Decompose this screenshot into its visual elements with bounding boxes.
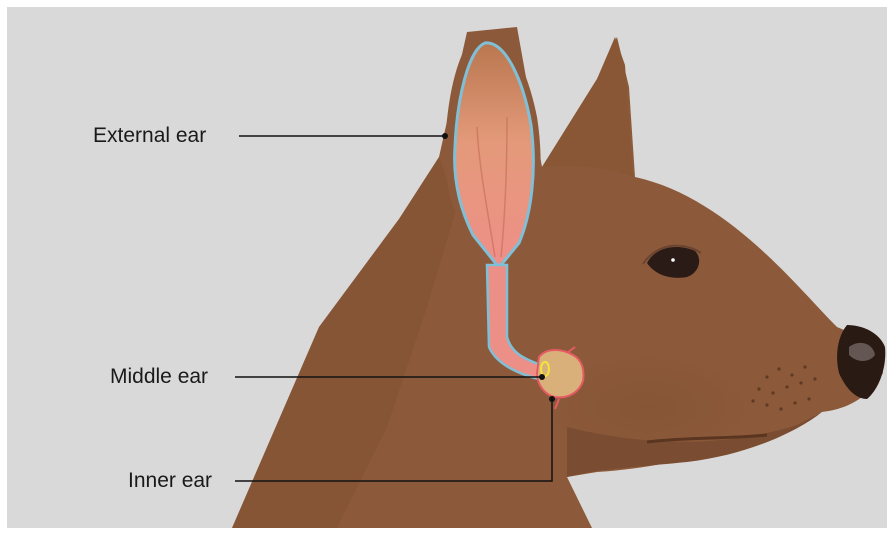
label-external-ear: External ear [93,124,206,148]
label-inner-ear: Inner ear [128,469,212,493]
dog-head-illustration [7,7,887,528]
far-ear [542,37,633,177]
label-middle-ear: Middle ear [110,365,208,389]
inner-ear-structure [537,350,584,397]
ear-anatomy-diagram: External ear Middle ear Inner ear [7,7,887,528]
